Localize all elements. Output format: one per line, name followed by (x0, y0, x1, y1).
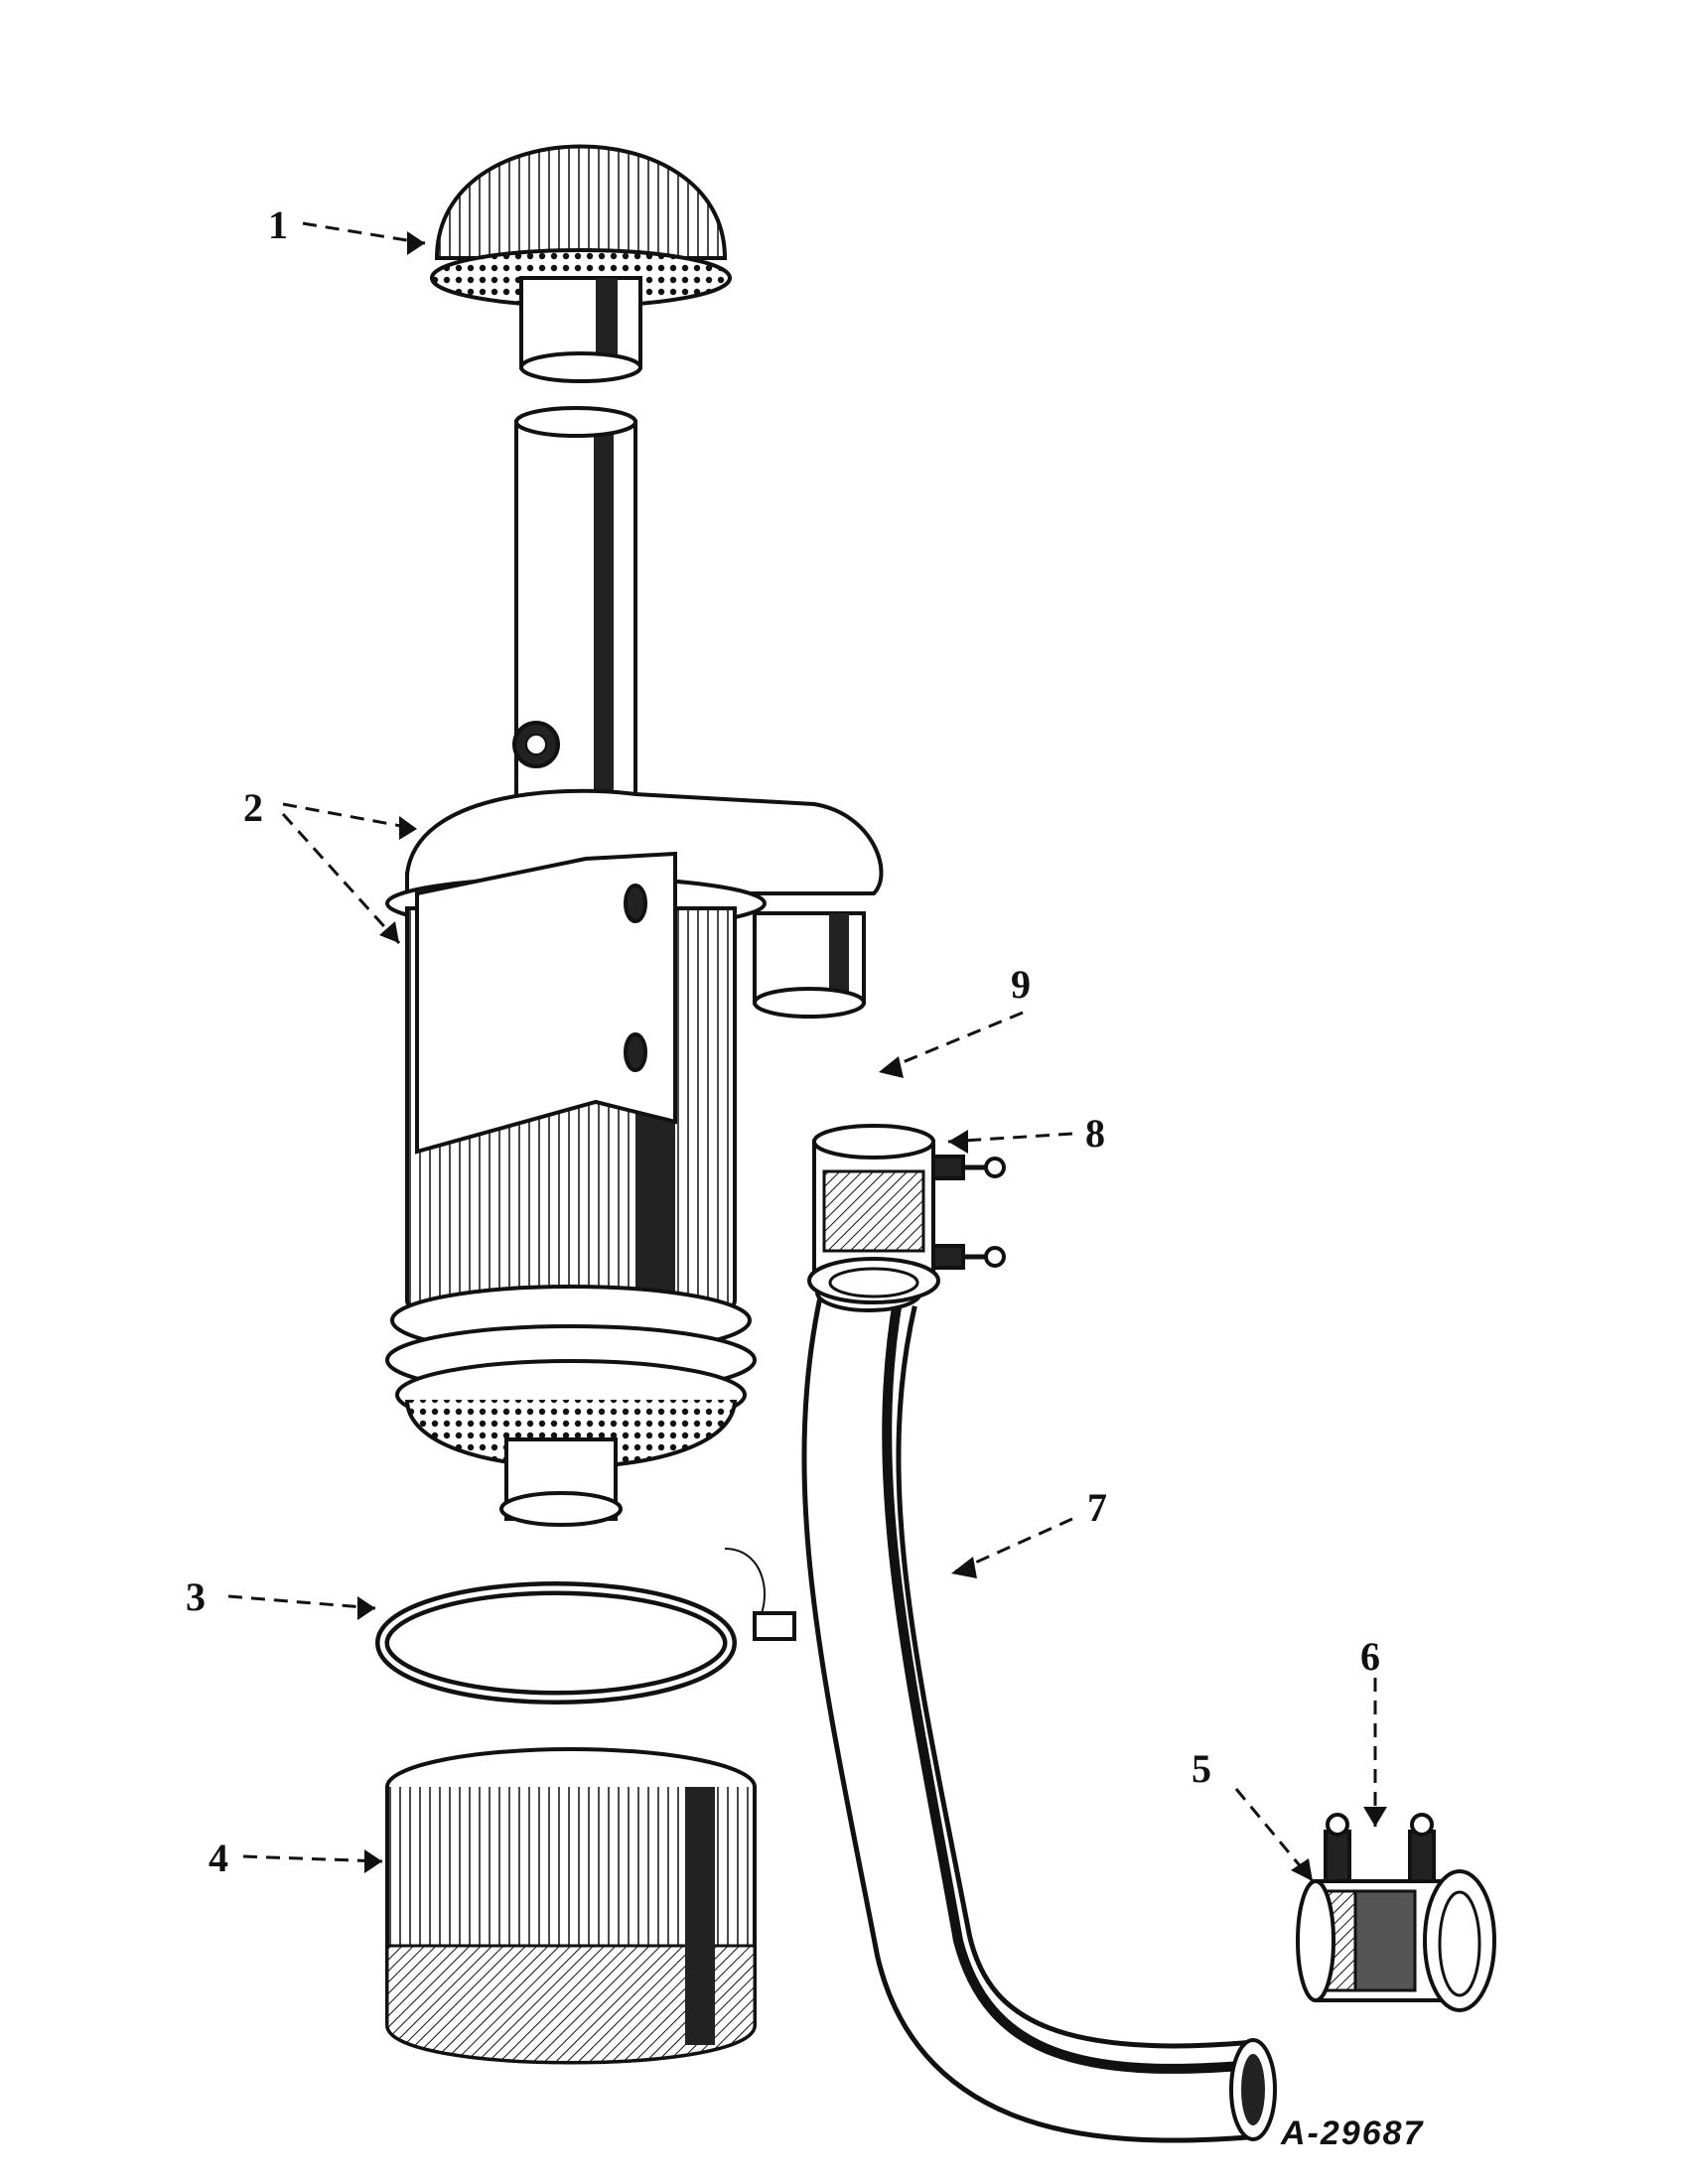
figure-id: A-29687 (1280, 2115, 1425, 2152)
air-cleaner-body (385, 406, 884, 1527)
upper-hose-connector (807, 1124, 1006, 1304)
callout-2: 2 (243, 785, 263, 830)
callout-5: 5 (1192, 1746, 1211, 1791)
hose (801, 1273, 1277, 2143)
oil-cup (385, 1747, 757, 2065)
leader-lines (227, 221, 1387, 1882)
callout-4: 4 (209, 1836, 228, 1880)
callout-3: 3 (186, 1574, 206, 1619)
callout-7: 7 (1087, 1485, 1107, 1530)
lower-hose-connector (1296, 1813, 1496, 2012)
callout-1: 1 (268, 203, 288, 247)
callout-8: 8 (1085, 1111, 1105, 1156)
callout-6: 6 (1360, 1634, 1380, 1679)
callout-labels: 1 2 3 4 5 6 7 8 9 (186, 203, 1380, 1880)
precleaner-cap (430, 144, 732, 383)
callout-9: 9 (1011, 962, 1031, 1007)
clamp-band (375, 1548, 796, 1705)
